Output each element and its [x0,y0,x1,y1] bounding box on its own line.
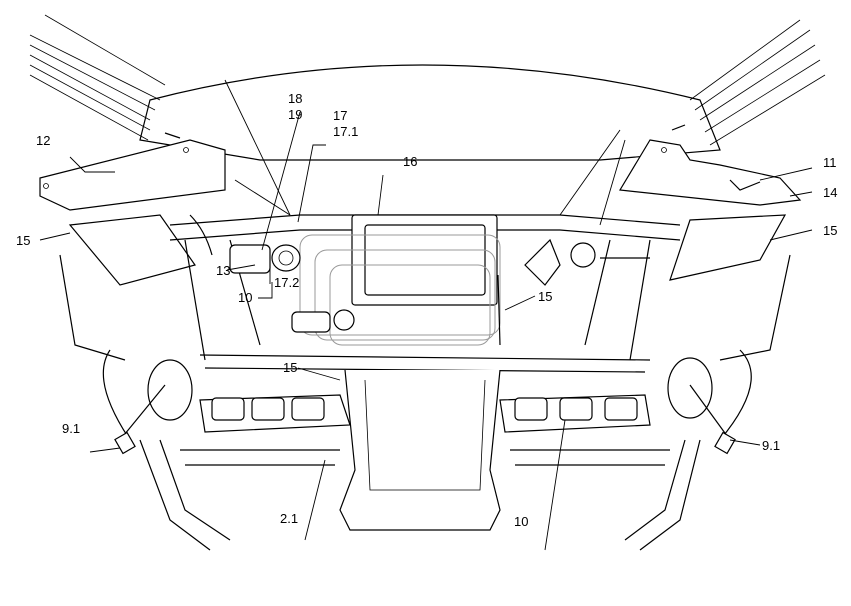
bracket-11 [619,124,802,206]
side-lamp-left [114,359,193,455]
roof-panel [139,64,721,161]
label-12: 12 [36,133,50,148]
storage-tray-right [669,214,787,281]
label-17: 17 [333,108,347,123]
label-9-1-right: 9.1 [762,438,780,453]
label-9-1-left: 9.1 [62,421,80,436]
center-column [339,369,501,531]
label-15-right: 15 [823,223,837,238]
hose-13 [189,214,213,256]
cab-pillars [59,254,791,551]
display-16 [351,214,498,306]
label-2-1: 2.1 [280,511,298,526]
label-18: 18 [288,91,302,106]
motor [291,309,355,333]
right-motor [524,238,650,286]
storage-tray-left [68,214,196,286]
label-16: 16 [403,154,417,169]
label-19: 19 [288,107,302,122]
fan-17-2 [229,244,301,274]
label-10-lower: 10 [514,514,528,529]
label-17-2: 17.2 [274,275,299,290]
label-14: 14 [823,185,837,200]
label-10-upper: 10 [238,290,252,305]
label-15-left: 15 [16,233,30,248]
label-17-1: 17.1 [333,124,358,139]
label-13: 13 [216,263,230,278]
roof-ribs-left [29,14,166,141]
label-15-lower: 15 [283,360,297,375]
lamp-housing-right [499,394,651,433]
side-lamp-right [667,357,736,455]
lamp-housing-left [199,394,351,433]
roof-ribs-right [689,19,826,146]
label-11: 11 [823,155,837,170]
leader-lines [39,79,813,551]
watermark-outline [299,234,501,346]
label-15-center: 15 [538,289,552,304]
gas-strut [497,274,501,346]
bracket-12 [39,132,226,211]
lower-rail-right [510,449,670,466]
lower-rail-left [180,449,340,466]
